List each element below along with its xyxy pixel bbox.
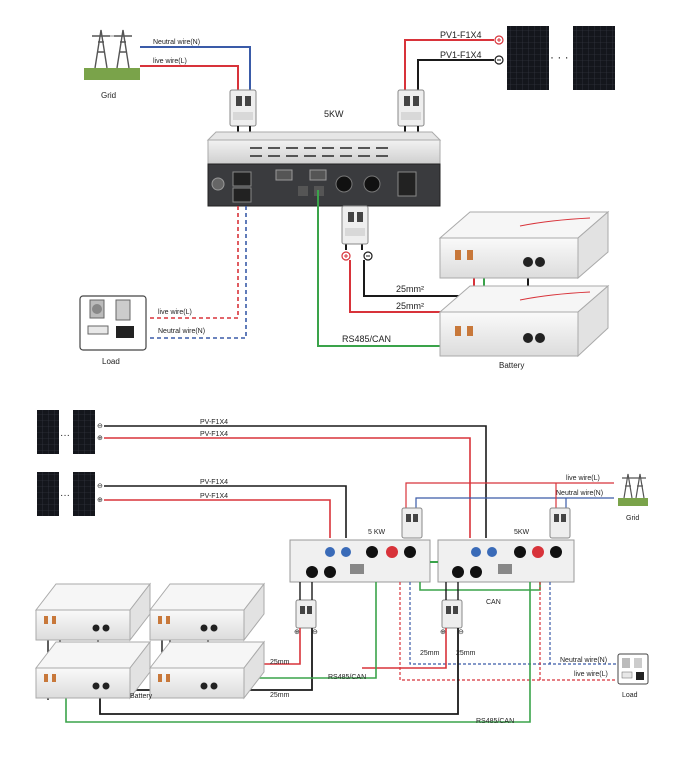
inverter-2-label: 5KW <box>514 529 530 536</box>
battery-negative-icon <box>363 251 373 261</box>
batt-neg-sign-2: ⊖ <box>458 629 464 636</box>
cable-c-label: 25mm <box>420 650 440 657</box>
battery-positive-icon <box>341 251 351 261</box>
cable-a-label: 25mm <box>270 659 290 666</box>
live-wire-label: live wire(L) <box>153 58 187 65</box>
pv-b-neg-sign: ⊖ <box>97 483 103 490</box>
grid-tower-icon-bottom <box>618 473 648 506</box>
grid-live-label: live wire(L) <box>566 475 600 482</box>
inverter-2-bottom <box>437 539 575 583</box>
grid-neutral-label: Neutral wire(N) <box>556 490 603 497</box>
grid-wires <box>140 46 251 95</box>
can-wire <box>419 582 541 591</box>
neutral-wire-label: Neutral wire(N) <box>153 39 200 46</box>
load-wires-top <box>148 206 247 339</box>
grid-breaker <box>229 89 257 127</box>
battery-label-bottom: Battery <box>130 693 153 700</box>
pv-a-neg-sign: ⊖ <box>97 423 103 430</box>
load-live-label-bottom: live wire(L) <box>574 671 608 678</box>
load-wires-bottom <box>399 582 616 681</box>
inverter-top <box>206 131 442 207</box>
pv1-neg-label: PV1-F1X4 <box>440 50 482 60</box>
grid-wires-bottom <box>405 482 614 508</box>
battery-stack-top <box>438 210 610 358</box>
pv-b-pos-sign: ⊕ <box>97 497 103 504</box>
pv-wires-top <box>404 39 494 95</box>
battery-stack-bottom-right <box>148 582 266 700</box>
cable2-label: 25mm² <box>396 301 424 311</box>
battery-stack-bottom-left <box>34 582 152 700</box>
inverter-label: 5KW <box>324 109 344 119</box>
breaker-feed-wires <box>299 582 459 600</box>
comm2-label: RS485/CAN <box>476 718 514 725</box>
pv-breaker <box>397 89 425 127</box>
cable-b-label: 25mm <box>270 692 290 699</box>
comm1-label: RS485/CAN <box>328 674 366 681</box>
inverter-1-label: 5 KW <box>368 529 386 536</box>
grid-breakers-bottom <box>401 507 571 539</box>
pv-a-pos-sign: ⊕ <box>97 435 103 442</box>
battery-breakers-bottom <box>295 599 463 629</box>
pv-wires-bottom <box>104 425 487 538</box>
grid-label-bottom: Grid <box>626 515 639 522</box>
grid-label: Grid <box>101 91 116 100</box>
pv-b-pos-label: PV-F1X4 <box>200 493 228 500</box>
load-label: Load <box>102 357 120 366</box>
pv-a-pos-label: PV-F1X4 <box>200 431 228 438</box>
panel-ellipsis: · · · <box>550 50 569 64</box>
load-appliances-icon-bottom <box>617 653 649 685</box>
batt-pos-sign-2: ⊕ <box>440 629 446 636</box>
load-live-label: live wire(L) <box>158 309 192 316</box>
can-label: CAN <box>486 599 501 606</box>
pv1-pos-label: PV1-F1X4 <box>440 30 482 40</box>
load-neutral-label-bottom: Neutral wire(N) <box>560 657 607 664</box>
cable1-label: 25mm² <box>396 284 424 294</box>
pv-b-neg-label: PV-F1X4 <box>200 479 228 486</box>
battery-breaker <box>341 205 369 245</box>
solar-panel-group-bottom <box>37 410 95 516</box>
solar-panel-group-top <box>507 26 615 90</box>
battery-label: Battery <box>499 361 524 370</box>
panel-ellipsis-a: ··· <box>60 430 70 441</box>
pv-negative-icon <box>494 55 504 65</box>
panel-ellipsis-b: ··· <box>60 490 70 501</box>
comm-label: RS485/CAN <box>342 334 391 344</box>
load-appliances-icon <box>79 295 147 351</box>
pv-positive-icon <box>494 35 504 45</box>
pv-a-neg-label: PV-F1X4 <box>200 419 228 426</box>
batt-pos-sign-1: ⊕ <box>294 629 300 636</box>
cable-d-label: 25mm <box>456 650 476 657</box>
load-neutral-label: Neutral wire(N) <box>158 328 205 335</box>
batt-neg-sign-1: ⊖ <box>312 629 318 636</box>
load-label-bottom: Load <box>622 692 638 699</box>
inverter-1-bottom <box>289 539 431 583</box>
grid-tower-icon <box>84 29 140 80</box>
